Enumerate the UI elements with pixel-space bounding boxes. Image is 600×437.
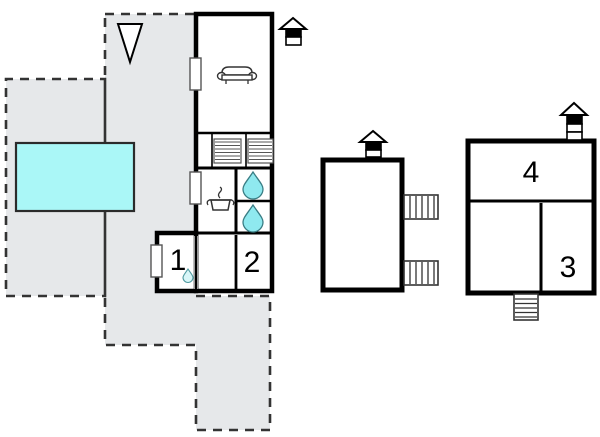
stairs-body xyxy=(513,293,539,321)
house-body-upper xyxy=(365,141,382,151)
swimming-pool xyxy=(14,141,136,213)
cooking-pot-icon xyxy=(206,186,235,211)
door-bedroom-1-west[interactable] xyxy=(150,244,163,278)
pool-water xyxy=(14,141,136,213)
room-label-2: 2 xyxy=(244,246,261,279)
water-drop-bedroom-1 xyxy=(182,268,194,283)
house-body-top xyxy=(566,114,583,125)
sofa-seat xyxy=(221,74,253,81)
door-icon[interactable] xyxy=(189,57,202,91)
pot-body xyxy=(210,199,231,211)
sofa-back xyxy=(221,66,253,76)
pot-handle-left xyxy=(206,199,210,206)
terrace xyxy=(4,12,272,432)
guest-house-stairs xyxy=(513,293,539,321)
closet-icon xyxy=(247,138,274,164)
door-icon[interactable] xyxy=(189,171,202,205)
room-label-3: 3 xyxy=(560,251,577,284)
water-drop-icon xyxy=(242,170,264,200)
door-living-room-west[interactable] xyxy=(189,57,202,91)
stairs-body xyxy=(403,260,439,286)
sofa-icon xyxy=(216,66,258,84)
terrace-fill xyxy=(6,14,270,430)
house-single-storey-icon xyxy=(277,16,309,46)
door-kitchen-west[interactable] xyxy=(189,171,202,205)
water-drop-icon xyxy=(242,203,264,233)
annex-stairs-upper xyxy=(403,194,439,220)
stairs-body xyxy=(403,194,439,220)
door-icon[interactable] xyxy=(150,244,163,278)
parasol-marker xyxy=(116,23,144,66)
room-label-4: 4 xyxy=(523,156,540,189)
house-body-upper xyxy=(285,28,302,38)
pot-steam xyxy=(217,186,223,199)
house-single-storey-icon xyxy=(357,129,389,158)
parasol-triangle-icon xyxy=(116,23,144,66)
terrace-outline-dashed xyxy=(4,12,272,432)
right-building: 4 3 xyxy=(465,101,597,321)
house-body-lower xyxy=(285,36,302,46)
annex-stairs-lower xyxy=(403,260,439,286)
room-label-1: 1 xyxy=(170,244,187,277)
closet-icon xyxy=(213,138,242,164)
house-body-lower xyxy=(365,149,382,158)
pot-handle-right xyxy=(231,199,235,206)
water-drop-upper xyxy=(242,170,264,200)
middle-building xyxy=(320,129,439,293)
house-body-middle xyxy=(566,123,583,133)
annex-outer-wall xyxy=(320,157,405,293)
main-building: 1 2 xyxy=(150,11,309,294)
house-body-bottom xyxy=(566,131,583,141)
water-drop-lower xyxy=(242,203,264,233)
guest-house-outer-wall xyxy=(465,138,597,296)
house-two-storey-icon xyxy=(558,101,590,141)
water-drop-small-icon xyxy=(182,268,194,283)
